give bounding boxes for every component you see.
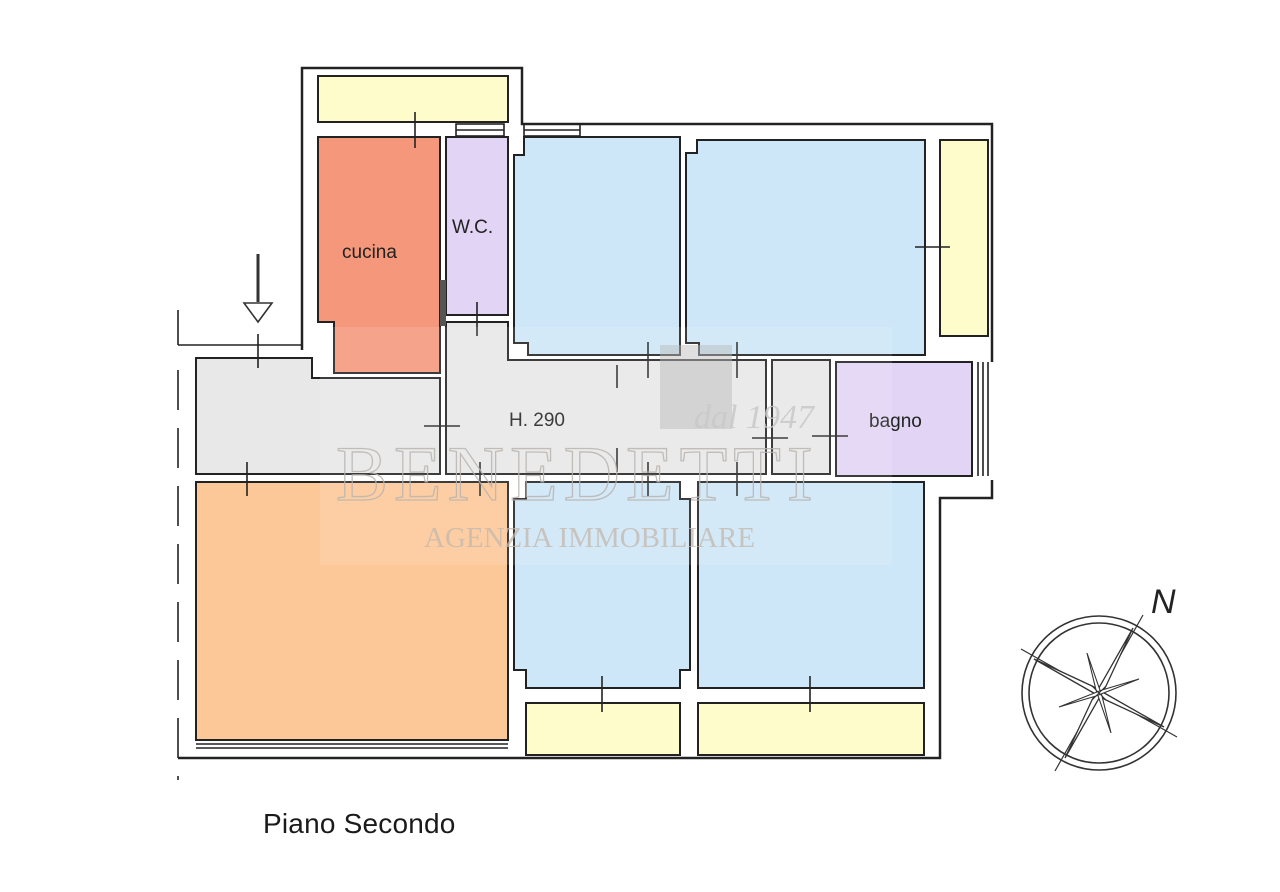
watermark-since: dal 1947 xyxy=(694,399,816,436)
entrance-arrow-icon xyxy=(242,254,274,324)
room-bedroom-north-1 xyxy=(513,136,681,356)
compass-icon: N xyxy=(1020,583,1178,772)
room-cucina: cucina xyxy=(317,136,441,374)
compass-north-label: N xyxy=(1151,583,1176,621)
balcony-south-2 xyxy=(697,702,925,756)
windows xyxy=(440,123,581,326)
balconies xyxy=(317,75,989,756)
room-bedroom-south-2 xyxy=(697,481,925,689)
room-bagno: bagno xyxy=(835,361,989,477)
floor-title: Piano Secondo xyxy=(263,808,456,839)
outer-walls xyxy=(177,66,994,780)
door-markers xyxy=(246,112,950,712)
room-bedroom-north-2 xyxy=(685,139,926,356)
ceiling-height-label: H. 290 xyxy=(509,410,565,431)
room-living xyxy=(195,481,509,749)
corridor: H. 290 xyxy=(195,321,831,475)
balcony-south-1 xyxy=(525,702,681,756)
room-bedroom-south-1 xyxy=(513,481,691,689)
balcony-east xyxy=(939,139,989,337)
room-label-bagno: bagno xyxy=(869,411,922,432)
balcony-north xyxy=(317,75,509,123)
watermark-tagline: AGENZIA IMMOBILIARE xyxy=(424,522,755,554)
room-label-wc: W.C. xyxy=(452,217,493,238)
watermark: dal 1947 BENEDETTI AGENZIA IMMOBILIARE xyxy=(320,327,892,565)
room-label-cucina: cucina xyxy=(342,242,397,263)
watermark-brand: BENEDETTI xyxy=(336,430,819,517)
room-wc: W.C. xyxy=(445,136,509,316)
